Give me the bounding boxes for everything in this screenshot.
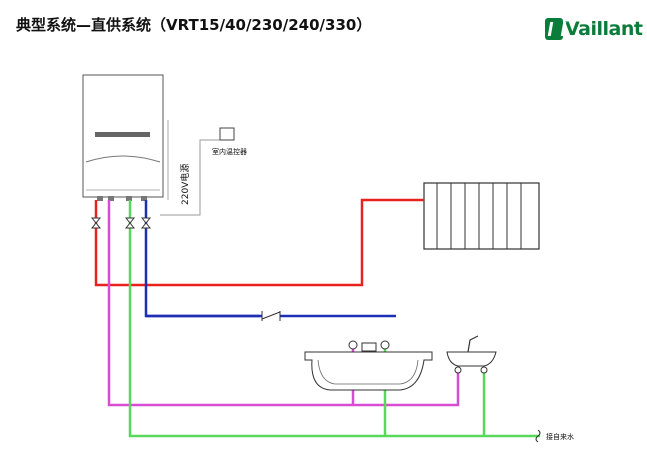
bathtub-mixer [361, 342, 377, 352]
valve-heating-supply [90, 217, 102, 229]
radiator [423, 182, 540, 250]
boiler-display [95, 132, 150, 137]
wash-basin [446, 335, 497, 374]
power-label: 220V电源 [179, 164, 191, 205]
boiler-port-4 [141, 196, 147, 201]
heating-supply-pipe [94, 198, 424, 287]
boiler-port-2 [108, 196, 114, 201]
bathtub-hot-tap [348, 340, 358, 350]
vaillant-logo-text: Vaillant [565, 18, 643, 40]
boiler-port-1 [97, 196, 103, 201]
basin-hot-valve [454, 366, 462, 374]
cold-water-pipe [128, 200, 540, 438]
boiler-port-3 [126, 196, 132, 201]
thermostat-cable [160, 139, 228, 216]
page-title: 典型系统—直供系统（VRT15/40/230/240/330） [16, 16, 372, 34]
radiator-body [423, 182, 540, 250]
basin-cold-valve [480, 366, 488, 374]
bathtub-cold-tap [380, 340, 390, 350]
valve-heating-return [140, 217, 152, 229]
bathtub [304, 340, 433, 391]
valve-cold-water [124, 217, 136, 229]
boiler [82, 74, 164, 201]
boiler-panel-curve [85, 155, 161, 163]
water-supply-label: 接自来水 [546, 432, 574, 441]
basin-faucet [467, 335, 479, 353]
thermostat-wiring: 室内温控器 220V电源 [160, 120, 247, 216]
thermostat-label: 室内温控器 [212, 147, 247, 156]
hot-water-pipe [107, 200, 460, 407]
vaillant-logo-mark [545, 18, 563, 40]
heating-return-pipe [144, 200, 260, 318]
thermostat-unit [219, 127, 235, 141]
water-supply-break [535, 429, 541, 443]
vaillant-logo: Vaillant [545, 16, 643, 42]
check-valve [261, 311, 281, 321]
